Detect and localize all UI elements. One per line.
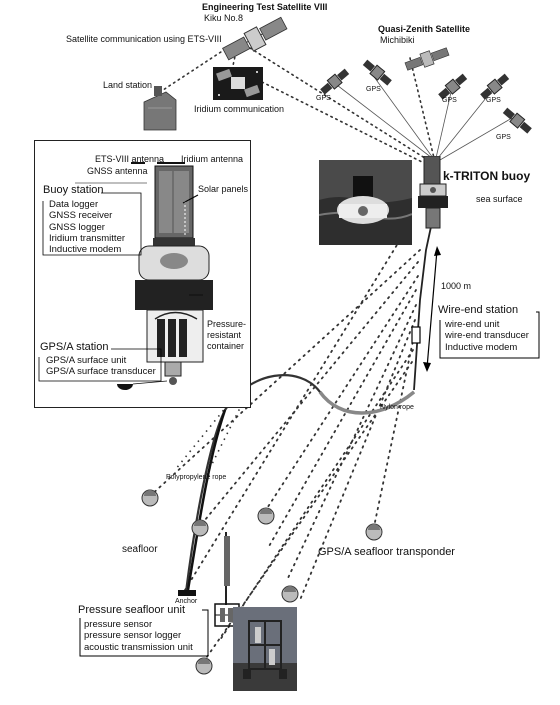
solar-panels-label: Solar panels <box>198 184 249 194</box>
gpsa-station-list: GPS/A surface unit GPS/A surface transdu… <box>46 355 156 378</box>
pressure-unit-callout: Pressure seafloor unit pressure sensor p… <box>76 604 216 658</box>
qzss-name: Quasi-Zenith Satellite <box>378 24 471 34</box>
list-item: Inductive modem <box>49 244 122 256</box>
gps-label: GPS <box>496 134 511 141</box>
seafloor-label: seafloor <box>122 544 158 555</box>
buoy-icon <box>418 156 448 229</box>
gps-ray-2 <box>371 73 434 159</box>
transponder-icon <box>195 657 213 675</box>
pressure-unit-list: pressure sensor pressure sensor logger a… <box>84 619 193 653</box>
wire-end-station-icon <box>411 326 421 344</box>
ets8-satellite-icon <box>222 16 288 61</box>
transponder-label: GPS/A seafloor transponder <box>318 546 455 558</box>
anchor-label: Anchor <box>175 598 198 605</box>
list-item: GPS/A surface transducer <box>46 366 156 378</box>
link-ets8-buoy <box>249 47 429 161</box>
gps-satellite-icon <box>438 73 468 100</box>
anchor-block <box>178 590 196 596</box>
iridium-antenna-label: Iridium antenna <box>181 154 244 164</box>
polypropylene-rope <box>186 409 227 591</box>
list-item: acoustic transmission unit <box>84 641 193 653</box>
list-item: Data logger <box>49 199 99 210</box>
gps-label: GPS <box>366 86 381 93</box>
land-station-icon <box>143 86 177 131</box>
gps-label: GPS <box>316 95 331 102</box>
gps-satellite-icon <box>502 107 532 134</box>
gps-ray-4 <box>437 87 495 159</box>
ets8-antenna-label: ETS-VIII antenna <box>95 154 165 164</box>
list-item: Iridium transmitter <box>49 232 126 244</box>
list-item: GNSS logger <box>49 221 105 233</box>
wire-end-callout: Wire-end station wire-end unit wire-end … <box>438 304 541 360</box>
buoy-photo <box>319 160 412 245</box>
land-station-label: Land station <box>103 80 153 90</box>
qzss-nickname: Michibiki <box>380 35 415 45</box>
polypropylene-rope-label: Polypropylene rope <box>166 474 227 481</box>
sea-surface-label: sea surface <box>476 194 523 204</box>
buoy-station-title: Buoy station <box>43 184 104 196</box>
gps-satellite-icon <box>480 73 510 100</box>
gps-ray-5 <box>439 117 513 161</box>
list-item: Inductive modem <box>445 341 518 353</box>
transponder-icon <box>257 507 275 525</box>
list-item: wire-end unit <box>445 319 500 330</box>
list-item: pressure sensor <box>84 619 153 630</box>
list-item: wire-end transducer <box>445 330 529 342</box>
gps-label: GPS <box>486 97 501 104</box>
gpsa-station-title: GPS/A station <box>40 341 109 353</box>
transponder-icon <box>281 585 299 603</box>
ets8-comm-label: Satellite communication using ETS-VIII <box>66 34 222 44</box>
gnss-antenna-label: GNSS antenna <box>87 166 148 176</box>
buoy-mooring-wire <box>413 221 433 391</box>
gps-label: GPS <box>442 97 457 104</box>
link-qzss-buoy <box>409 57 435 159</box>
ets8-name: Engineering Test Satellite VIII <box>202 2 328 12</box>
nylon-rope-label: Nylon rope <box>380 404 414 411</box>
pressure-container-label: Pressure- resistant container <box>207 319 247 351</box>
iridium-comm-label: Iridium communication <box>194 104 285 114</box>
wire-end-list: wire-end unit wire-end transducer Induct… <box>445 319 529 353</box>
buoy-detail-inset: ETS-VIII antenna Iridium antenna GNSS an… <box>34 140 251 408</box>
pressure-unit-photo <box>233 607 297 691</box>
transponder-icon <box>141 489 159 507</box>
depth-label: 1000 m <box>441 281 472 291</box>
list-item: pressure sensor logger <box>84 630 182 642</box>
qzss-satellite-icon <box>404 47 450 71</box>
gps-satellite-icon <box>320 68 350 95</box>
transponder-icon <box>365 523 383 541</box>
gps-satellite-icon <box>362 59 392 86</box>
gps-ray-1 <box>332 81 433 159</box>
gps-ray-3 <box>435 87 453 159</box>
wire-end-title: Wire-end station <box>438 304 519 316</box>
list-item: GPS/A surface unit <box>46 355 127 366</box>
buoy-name: k-TRITON buoy <box>443 169 531 183</box>
buoy-station-list: Data logger GNSS receiver GNSS logger Ir… <box>49 199 125 255</box>
list-item: GNSS receiver <box>49 210 113 222</box>
transponder-icon <box>191 519 209 537</box>
ets8-nickname: Kiku No.8 <box>204 13 244 23</box>
iridium-photo <box>213 67 263 100</box>
pressure-unit-title: Pressure seafloor unit <box>78 604 185 616</box>
